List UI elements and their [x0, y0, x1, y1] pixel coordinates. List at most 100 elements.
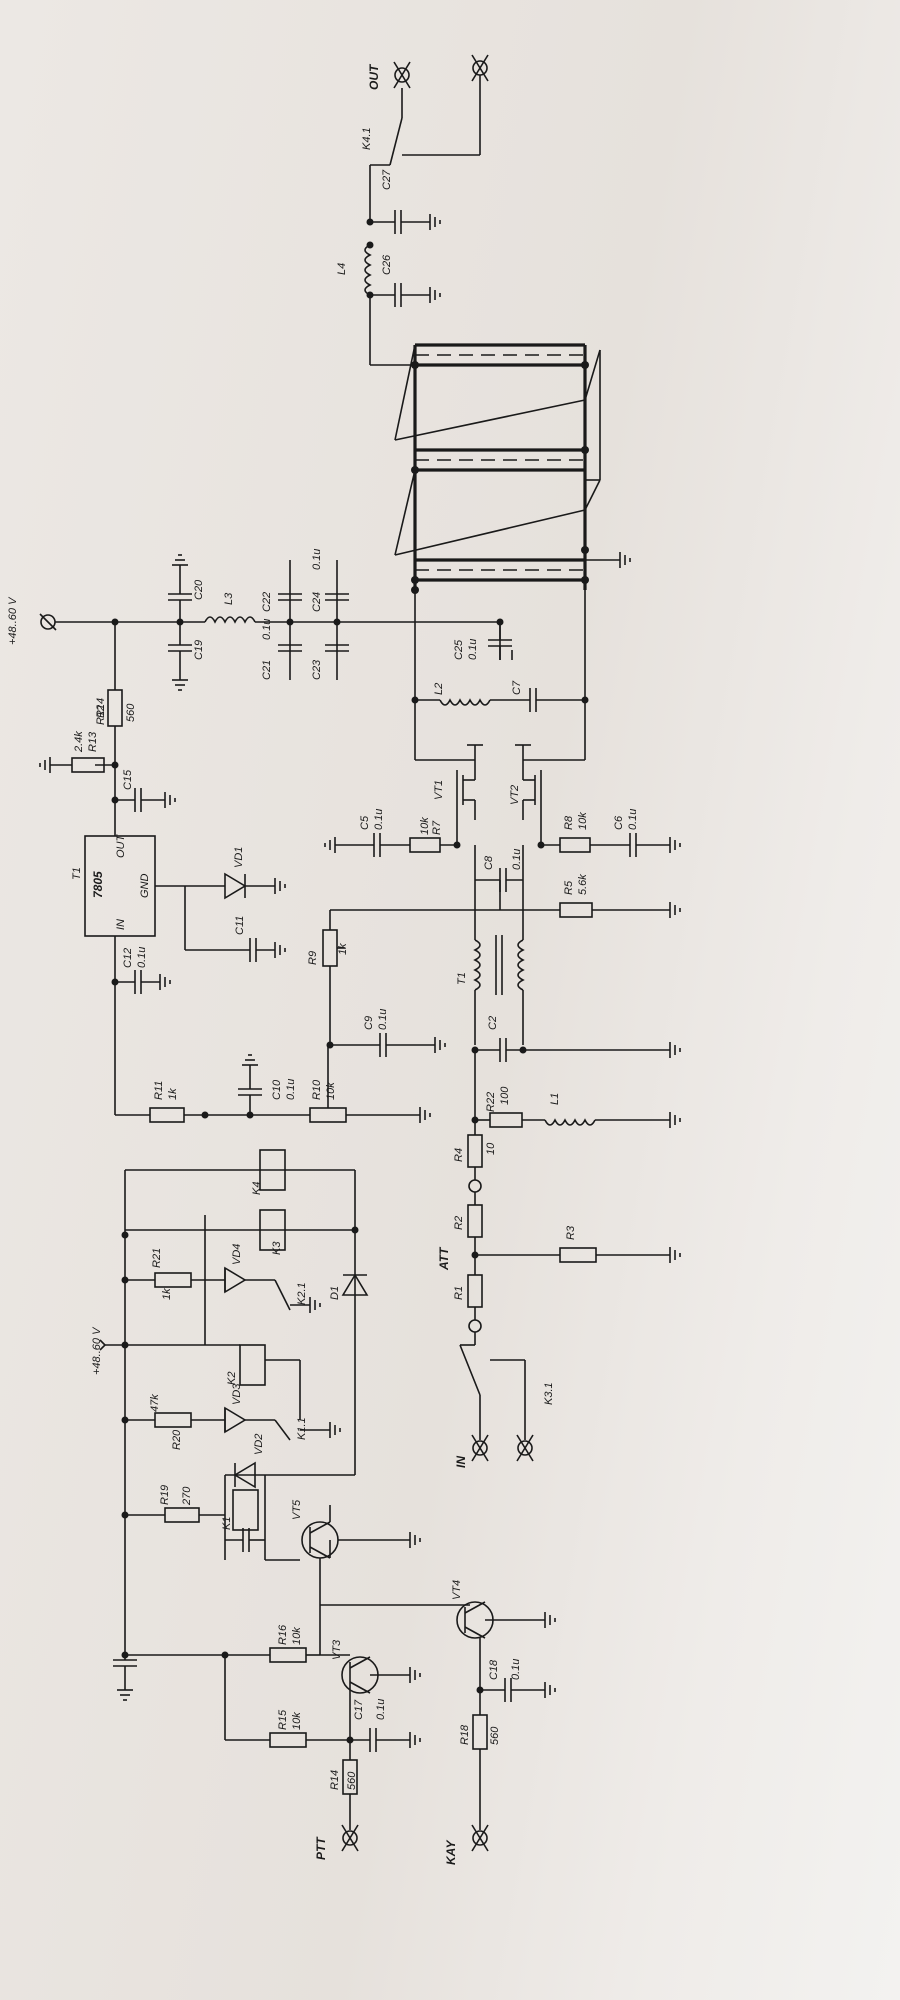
- svg-text:R12: R12: [95, 705, 107, 725]
- resistor-r13: [107, 689, 123, 727]
- svg-text:C22: C22: [261, 592, 273, 612]
- svg-text:1k: 1k: [161, 1288, 173, 1300]
- svg-text:0.1u: 0.1u: [467, 639, 479, 660]
- svg-text:C25: C25: [453, 639, 465, 660]
- svg-text:R15: R15: [277, 1709, 289, 1730]
- svg-text:R20: R20: [171, 1429, 183, 1450]
- svg-text:VD1: VD1: [233, 847, 245, 868]
- resistor-r20: [154, 1412, 192, 1428]
- input-transformer-t1: T1: [456, 935, 525, 995]
- svg-text:0.1u: 0.1u: [627, 809, 639, 830]
- svg-text:C9: C9: [363, 1016, 375, 1030]
- svg-text:0.1u: 0.1u: [311, 549, 323, 570]
- svg-text:10k: 10k: [577, 812, 589, 830]
- svg-text:R7: R7: [431, 820, 443, 835]
- transistor-vt2: VT2: [509, 760, 542, 820]
- att-label: ATT: [437, 1246, 451, 1271]
- svg-text:C2: C2: [487, 1016, 499, 1030]
- svg-text:0.1u: 0.1u: [285, 1079, 297, 1100]
- svg-text:R22: R22: [485, 1092, 497, 1112]
- supply-input-top: +48..60 V: [7, 596, 115, 645]
- svg-text:0.1u: 0.1u: [136, 947, 148, 968]
- svg-text:VT4: VT4: [451, 1580, 463, 1600]
- svg-text:T1: T1: [456, 972, 468, 985]
- svg-text:C11: C11: [234, 916, 246, 935]
- relay-coil-k3: [259, 1209, 286, 1251]
- resistor-r2: [467, 1204, 483, 1238]
- svg-text:C19: C19: [193, 640, 205, 660]
- svg-text:VT1: VT1: [433, 780, 445, 800]
- svg-text:C12: C12: [122, 948, 134, 968]
- svg-text:R19: R19: [159, 1485, 171, 1505]
- svg-text:C26: C26: [381, 254, 393, 275]
- svg-text:270: 270: [181, 1486, 193, 1506]
- resistor-r15: [269, 1732, 307, 1748]
- svg-text:C8: C8: [483, 855, 495, 870]
- transistor-vt1: VT1: [433, 760, 476, 820]
- resistor-r11: [149, 1107, 185, 1123]
- svg-text:0.1u: 0.1u: [261, 619, 273, 640]
- resistor-r8: [559, 837, 591, 853]
- inductor-l2: [439, 698, 491, 706]
- diode-vd2: [233, 1461, 256, 1489]
- svg-text:L2: L2: [433, 683, 445, 695]
- svg-text:C18: C18: [488, 1659, 500, 1680]
- svg-text:C20: C20: [193, 579, 205, 600]
- svg-text:R18: R18: [459, 1724, 471, 1745]
- svg-text:C24: C24: [311, 592, 323, 612]
- svg-text:7805: 7805: [91, 871, 105, 898]
- svg-text:560: 560: [489, 1726, 501, 1745]
- potentiometer-r10: [309, 1107, 347, 1123]
- svg-text:560: 560: [125, 703, 137, 722]
- svg-text:0.1u: 0.1u: [511, 849, 523, 870]
- svg-text:R2: R2: [453, 1216, 465, 1230]
- potentiometer-r9: [322, 929, 338, 967]
- svg-text:1k: 1k: [167, 1088, 179, 1100]
- svg-text:T1: T1: [71, 867, 83, 880]
- svg-text:C7: C7: [511, 680, 523, 695]
- svg-text:K1: K1: [221, 1517, 233, 1530]
- resistor-r19: [164, 1507, 200, 1523]
- svg-text:K2.1: K2.1: [296, 1282, 308, 1305]
- svg-text:R9: R9: [307, 951, 319, 965]
- svg-text:R16: R16: [277, 1624, 289, 1645]
- svg-text:K4: K4: [251, 1182, 263, 1195]
- svg-text:10k: 10k: [325, 1082, 337, 1100]
- out-label: OUT: [367, 63, 381, 90]
- svg-text:C17: C17: [353, 1699, 365, 1720]
- led-vd3: [224, 1406, 247, 1434]
- resistor-r16: [269, 1647, 307, 1663]
- svg-text:1k: 1k: [337, 943, 349, 955]
- ptt-label: PTT: [314, 1836, 328, 1860]
- supply-label-top: +48..60 V: [7, 596, 19, 645]
- resistor-r18: [472, 1714, 488, 1750]
- svg-text:R14: R14: [329, 1770, 341, 1790]
- svg-text:VD2: VD2: [253, 1434, 265, 1455]
- svg-text:GND: GND: [139, 874, 151, 899]
- in-port: IN: [454, 1434, 534, 1468]
- resistor-r4: [467, 1134, 483, 1168]
- svg-text:C15: C15: [122, 769, 134, 790]
- relay-coil-k4: [259, 1149, 286, 1191]
- svg-text:L1: L1: [549, 1093, 561, 1105]
- svg-text:R21: R21: [151, 1248, 163, 1268]
- svg-text:2.4k: 2.4k: [73, 731, 85, 753]
- svg-text:K3.1: K3.1: [543, 1382, 555, 1405]
- supply-label-mid: +48..60 V: [91, 1326, 103, 1375]
- resistor-r7: [409, 837, 441, 853]
- resistor-r1: [467, 1274, 483, 1308]
- svg-text:C5: C5: [359, 815, 371, 830]
- svg-text:10k: 10k: [419, 817, 431, 835]
- led-vd4: [224, 1266, 247, 1294]
- relay-coil-k2: [239, 1344, 266, 1386]
- svg-text:R13: R13: [87, 731, 99, 752]
- svg-text:R1: R1: [453, 1286, 465, 1300]
- svg-text:10k: 10k: [291, 1712, 303, 1730]
- transistor-vt4: VT4: [451, 1580, 494, 1639]
- svg-text:R8: R8: [563, 815, 575, 830]
- svg-text:K2: K2: [226, 1372, 238, 1385]
- transistor-vt3: VT3: [331, 1639, 379, 1694]
- svg-text:L3: L3: [223, 592, 235, 605]
- svg-text:C27: C27: [381, 169, 393, 190]
